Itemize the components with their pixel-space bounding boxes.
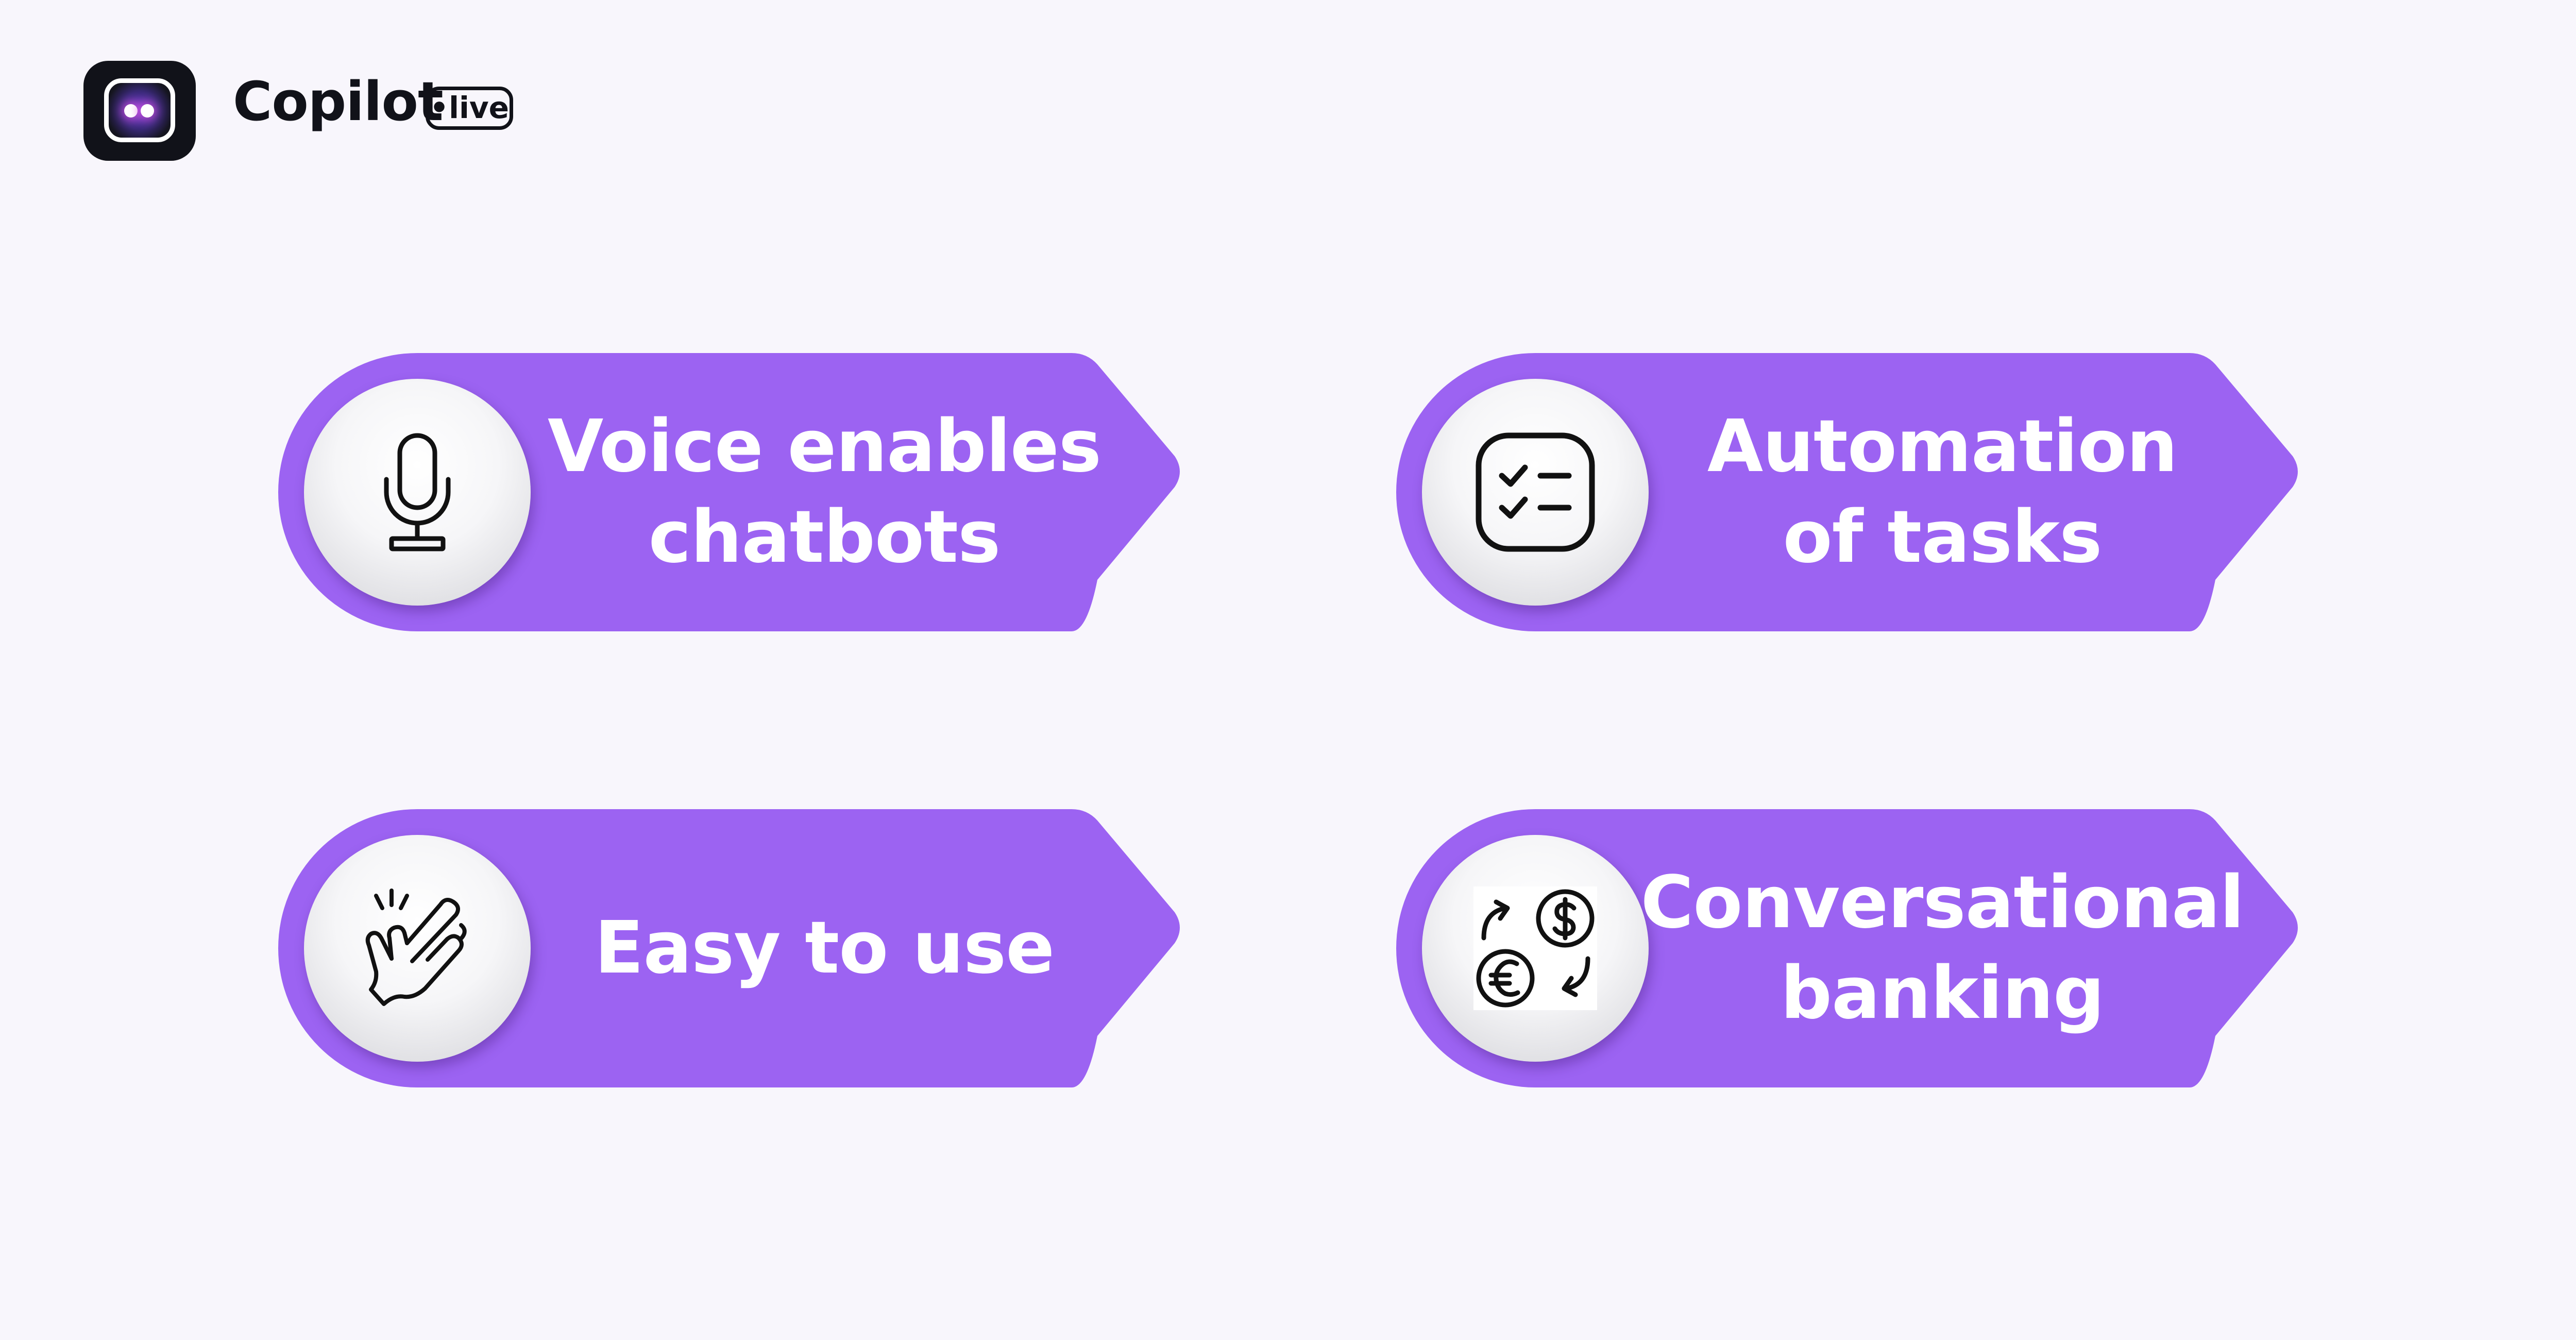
checklist-icon	[1476, 432, 1595, 552]
copilot-logo-icon	[83, 61, 196, 161]
brand-live-badge: •live	[426, 87, 513, 130]
feature-card-banking: Conversational banking	[1396, 809, 2303, 1087]
feature-card-easy: Easy to use	[278, 809, 1185, 1087]
card-label: Automation of tasks	[1707, 405, 2178, 579]
finger-snap-icon	[365, 889, 467, 1006]
logo-eye-left	[124, 104, 138, 118]
card-label: Easy to use	[594, 906, 1055, 990]
icon-circle	[1422, 835, 1649, 1062]
feature-card-automation: Automation of tasks	[1396, 353, 2303, 631]
card-label: Conversational banking	[1640, 861, 2245, 1035]
card-label: Voice enables chatbots	[547, 405, 1101, 579]
currency-exchange-icon	[1473, 886, 1597, 1010]
icon-circle	[304, 379, 531, 606]
icon-circle	[304, 835, 531, 1062]
feature-card-voice: Voice enables chatbots	[278, 353, 1185, 631]
icon-circle	[1422, 379, 1649, 606]
microphone-icon	[384, 433, 451, 551]
logo-eye-right	[141, 104, 154, 118]
brand-name: Copilot	[233, 70, 444, 133]
logo-screen	[104, 78, 175, 142]
